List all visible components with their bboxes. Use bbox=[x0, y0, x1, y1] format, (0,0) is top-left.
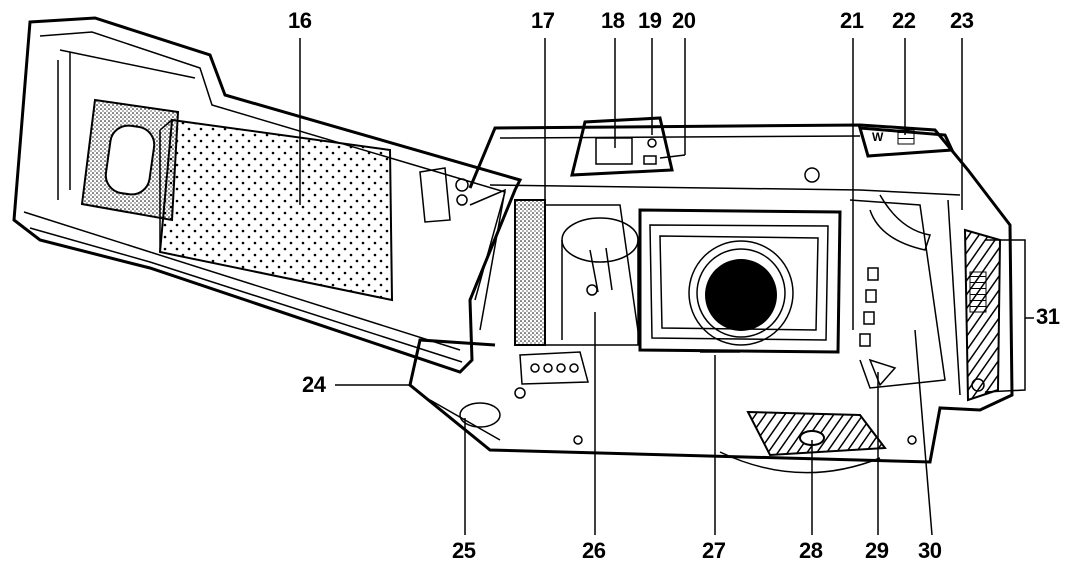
callout-27: 27 bbox=[702, 538, 726, 563]
zoom-wide-marking: W bbox=[872, 130, 884, 144]
callout-30: 30 bbox=[918, 538, 942, 563]
callout-23: 23 bbox=[950, 8, 974, 33]
callout-20: 20 bbox=[672, 8, 696, 33]
callout-17: 17 bbox=[531, 8, 555, 33]
callout-28: 28 bbox=[799, 538, 823, 563]
back-door bbox=[12, 16, 523, 374]
callout-21: 21 bbox=[840, 8, 864, 33]
callout-24: 24 bbox=[302, 372, 326, 397]
leader-lines bbox=[299, 38, 1034, 536]
callout-26: 26 bbox=[582, 538, 606, 563]
callout-19: 19 bbox=[638, 8, 662, 33]
callout-18: 18 bbox=[601, 8, 625, 33]
callout-31: 31 bbox=[1036, 304, 1060, 329]
callout-25: 25 bbox=[452, 538, 476, 563]
callout-16: 16 bbox=[288, 8, 312, 33]
callout-22: 22 bbox=[892, 8, 916, 33]
camera-body bbox=[408, 116, 1014, 474]
callout-29: 29 bbox=[865, 538, 889, 563]
